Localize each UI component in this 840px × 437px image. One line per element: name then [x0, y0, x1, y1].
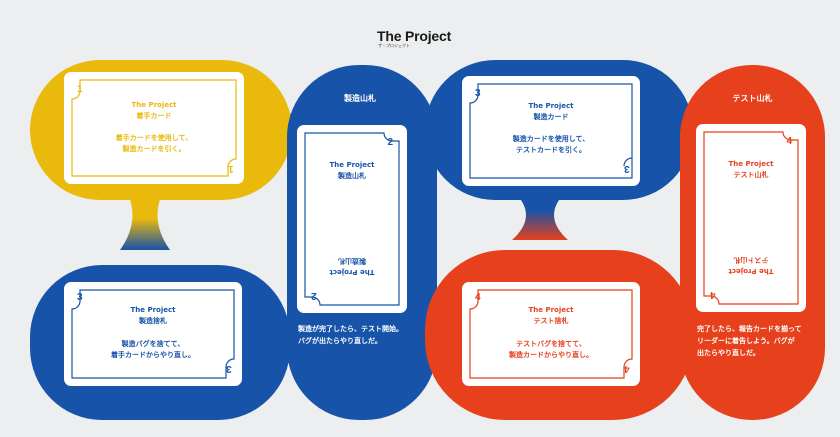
card-number-inverted: 3: [226, 363, 232, 374]
card-name-inverted: テスト山札: [733, 256, 769, 264]
manufacture-pile-card: 2 2 The Project 製造山札 製造山札 The Project: [297, 125, 407, 313]
logo: The Project ザ・プロジェクト: [377, 28, 465, 48]
card-name: テスト山札: [733, 171, 769, 179]
card-name: 製造カード: [533, 113, 569, 121]
card-brand-inverted: The Project: [329, 268, 375, 276]
card-brand: The Project: [728, 160, 774, 168]
test-description: 完了したら、報告カードを揃って リーダーに着告しよう。バグが 出たらやり直しだ。: [697, 323, 802, 359]
card-text-line: テストカードを引く。: [516, 146, 586, 154]
manufacture-description: 製造が完了したら、テスト開始。 バグが出たらやり直しだ。: [298, 323, 403, 347]
card-number: 2: [387, 137, 393, 148]
card-number-inverted: 3: [624, 163, 630, 174]
test-pile-label: テスト山札: [732, 94, 773, 103]
card-number: 1: [77, 84, 83, 95]
card-name-inverted: 製造山札: [338, 257, 366, 265]
description-line: リーダーに着告しよう。バグが: [697, 337, 795, 345]
card-brand: The Project: [329, 161, 375, 169]
test-pile-card: 4 4 The Project テスト山札 テスト山札 The Project: [696, 124, 806, 312]
card-text-line: 着手カードを使用して、: [115, 134, 193, 142]
description-line: 出たらやり直しだ。: [697, 349, 760, 357]
card-text-line: 着手カードからやり直し。: [111, 351, 195, 359]
card-number-inverted: 2: [311, 290, 317, 301]
card-number: 4: [786, 136, 792, 147]
card-name: 製造捨札: [139, 317, 167, 325]
manufacture-discard-card: 3 3 The Project 製造捨札 製造バグを捨てて、 着手カードからやり…: [64, 282, 242, 386]
manufacture-card: 3 3 The Project 製造カード 製造カードを使用して、 テストカード…: [462, 76, 640, 186]
card-name: 製造山札: [338, 172, 366, 180]
card-number: 3: [475, 88, 481, 99]
card-number-inverted: 4: [710, 289, 716, 300]
card-name: 着手カード: [136, 112, 172, 120]
card-brand: The Project: [131, 101, 177, 109]
logo-subtitle: ザ・プロジェクト: [378, 43, 410, 48]
card-number-inverted: 4: [624, 363, 630, 374]
card-number: 3: [77, 292, 83, 303]
card-text-line: テストバグを捨てて、: [516, 340, 586, 348]
description-line: 完了したら、報告カードを揃って: [697, 325, 802, 333]
card-text-line: 製造カードを引く。: [122, 145, 186, 153]
card-brand-inverted: The Project: [728, 267, 774, 275]
logo-title: The Project: [377, 28, 452, 44]
card-brand: The Project: [130, 306, 176, 314]
card-brand: The Project: [528, 102, 574, 110]
test-discard-card: 4 4 The Project テスト捨札 テストバグを捨てて、 製造カードから…: [462, 282, 640, 386]
description-line: 製造が完了したら、テスト開始。: [298, 325, 403, 333]
card-text-line: 製造カードからやり直し。: [509, 351, 593, 359]
card-number: 4: [475, 292, 481, 303]
card-text-line: 製造バグを捨てて、: [121, 340, 185, 348]
blue-red-connector: [512, 190, 568, 240]
hand-card: 1 1 The Project 着手カード 着手カードを使用して、 製造カードを…: [64, 72, 244, 184]
card-text-line: 製造カードを使用して、: [512, 135, 590, 143]
card-brand: The Project: [528, 306, 574, 314]
manufacture-pile-label: 製造山札: [344, 94, 376, 103]
card-number-inverted: 1: [228, 163, 234, 174]
description-line: バグが出たらやり直しだ。: [298, 337, 382, 345]
card-name: テスト捨札: [533, 317, 569, 325]
